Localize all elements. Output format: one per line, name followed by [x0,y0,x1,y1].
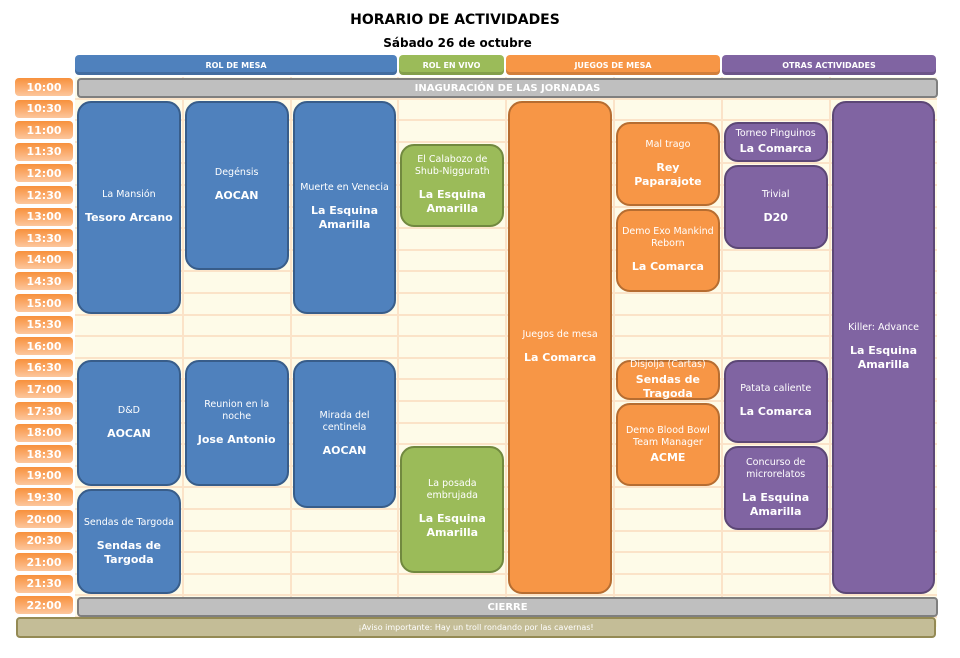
time-label: 18:00 [15,423,73,442]
grid-col-line [397,77,400,627]
time-label: 10:00 [15,78,73,96]
grid-col-line [828,77,831,627]
time-label: 17:00 [15,380,73,399]
time-label: 14:00 [15,250,73,269]
notice-banner: ¡Aviso importante: Hay un troll rondando… [16,617,936,638]
event-organizer: Sendas de Tragoda [635,372,701,400]
category-juegos-de-mesa: JUEGOS DE MESA [506,55,720,75]
event-name: Mirada del centinela [319,409,370,433]
event-organizer: La Esquina Amarilla [849,344,918,372]
event-name: Degénsis [214,167,259,179]
time-label: 16:00 [15,337,73,356]
event-organizer: La Comarca [739,142,812,156]
time-label: 16:30 [15,358,73,377]
event-name: Juegos de mesa [522,329,598,341]
time-label: 22:00 [15,596,73,615]
time-label: 13:00 [15,207,73,226]
grid-col-line [613,77,615,627]
event-name: La Mansión [102,189,156,201]
event-block[interactable]: D&D AOCAN [77,359,181,487]
grid-col-line [505,77,508,627]
category-rol-de-mesa: ROL DE MESA [75,55,397,75]
event-organizer: La Esquina Amarilla [742,490,810,518]
time-label: 17:30 [15,402,73,420]
event-name: D&D [117,405,140,417]
event-name: Reunion en la noche [204,399,270,423]
category-otras-actividades: OTRAS ACTIVIDADES [722,55,936,75]
event-organizer: La Comarca [739,405,812,419]
event-block[interactable]: Torneo Pinguinos La Comarca [723,122,828,163]
event-block[interactable]: Concurso de microrelatos La Esquina Amari… [723,446,828,530]
opening-bar: INAGURACIÓN DE LAS JORNADAS [77,78,938,98]
event-name: Concurso de microrelatos [746,456,806,480]
event-name: La posada embrujada [426,478,478,502]
event-organizer: Rey Paparajote [634,160,702,188]
time-label: 12:00 [15,164,73,183]
event-block[interactable]: Juegos de mesa La Comarca [508,100,612,595]
event-organizer: ACME [650,450,686,464]
grid-col-line [181,77,184,627]
event-name: Demo Exo Mankind Reborn [622,226,714,250]
closing-bar: CIERRE [77,597,938,617]
time-label: 20:30 [15,531,73,550]
event-name: Disjolja (Cartas) [630,358,706,370]
event-block[interactable]: Demo Exo Mankind Reborn La Comarca [616,208,720,292]
time-label: 14:30 [15,272,73,291]
time-label: 19:00 [15,466,73,485]
event-block[interactable]: Muerte en Venecia La Esquina Amarilla [292,100,397,314]
event-name: Patata caliente [740,383,812,395]
page-title: HORARIO DE ACTIVIDADES [350,12,560,28]
event-name: Killer: Advance [848,322,919,334]
time-label: 20:00 [15,510,73,528]
event-organizer: La Esquina Amarilla [310,204,379,232]
event-name: Mal trago [645,138,691,150]
event-name: Torneo Pinguinos [735,128,816,140]
event-organizer: Tesoro Arcano [85,211,173,225]
event-organizer: La Comarca [524,351,597,365]
time-label: 11:00 [15,121,73,140]
time-label: 21:30 [15,574,73,593]
event-organizer: Jose Antonio [197,433,276,447]
time-label: 12:30 [15,186,73,204]
time-label: 19:30 [15,488,73,507]
event-block[interactable]: El Calabozo de Shub-Niggurath La Esquina … [400,143,505,228]
page-subtitle: Sábado 26 de octubre [383,36,532,50]
event-organizer: D20 [763,211,788,225]
event-name: Demo Blood Bowl Team Manager [625,424,710,448]
event-name: Sendas de Targoda [83,516,174,528]
event-organizer: La Comarca [631,260,704,274]
event-organizer: La Esquina Amarilla [418,188,486,216]
event-organizer: AOCAN [322,443,367,457]
event-organizer: AOCAN [107,427,151,441]
grid-col-line [720,77,723,627]
event-name: Trivial [761,189,790,201]
event-block[interactable]: Disjolja (Cartas) Sendas de Tragoda [616,358,720,400]
event-block[interactable]: La posada embrujada La Esquina Amarilla [400,446,505,573]
event-name: Muerte en Venecia [300,182,389,194]
time-label: 10:30 [15,99,73,118]
event-organizer: AOCAN [214,189,259,203]
event-organizer: La Esquina Amarilla [418,512,486,540]
time-label: 15:00 [15,294,73,312]
event-organizer: Sendas de Targoda [96,538,162,566]
event-block[interactable]: Patata caliente La Comarca [723,359,828,444]
time-label: 18:30 [15,445,73,464]
event-block[interactable]: Killer: Advance La Esquina Amarilla [831,100,936,595]
grid-col-line [289,77,292,627]
time-label: 13:30 [15,229,73,248]
category-rol-en-vivo: ROL EN VIVO [399,55,504,75]
time-label: 21:00 [15,553,73,572]
event-name: El Calabozo de Shub-Niggurath [414,154,490,178]
time-label: 11:30 [15,142,73,161]
time-label: 15:30 [15,315,73,334]
